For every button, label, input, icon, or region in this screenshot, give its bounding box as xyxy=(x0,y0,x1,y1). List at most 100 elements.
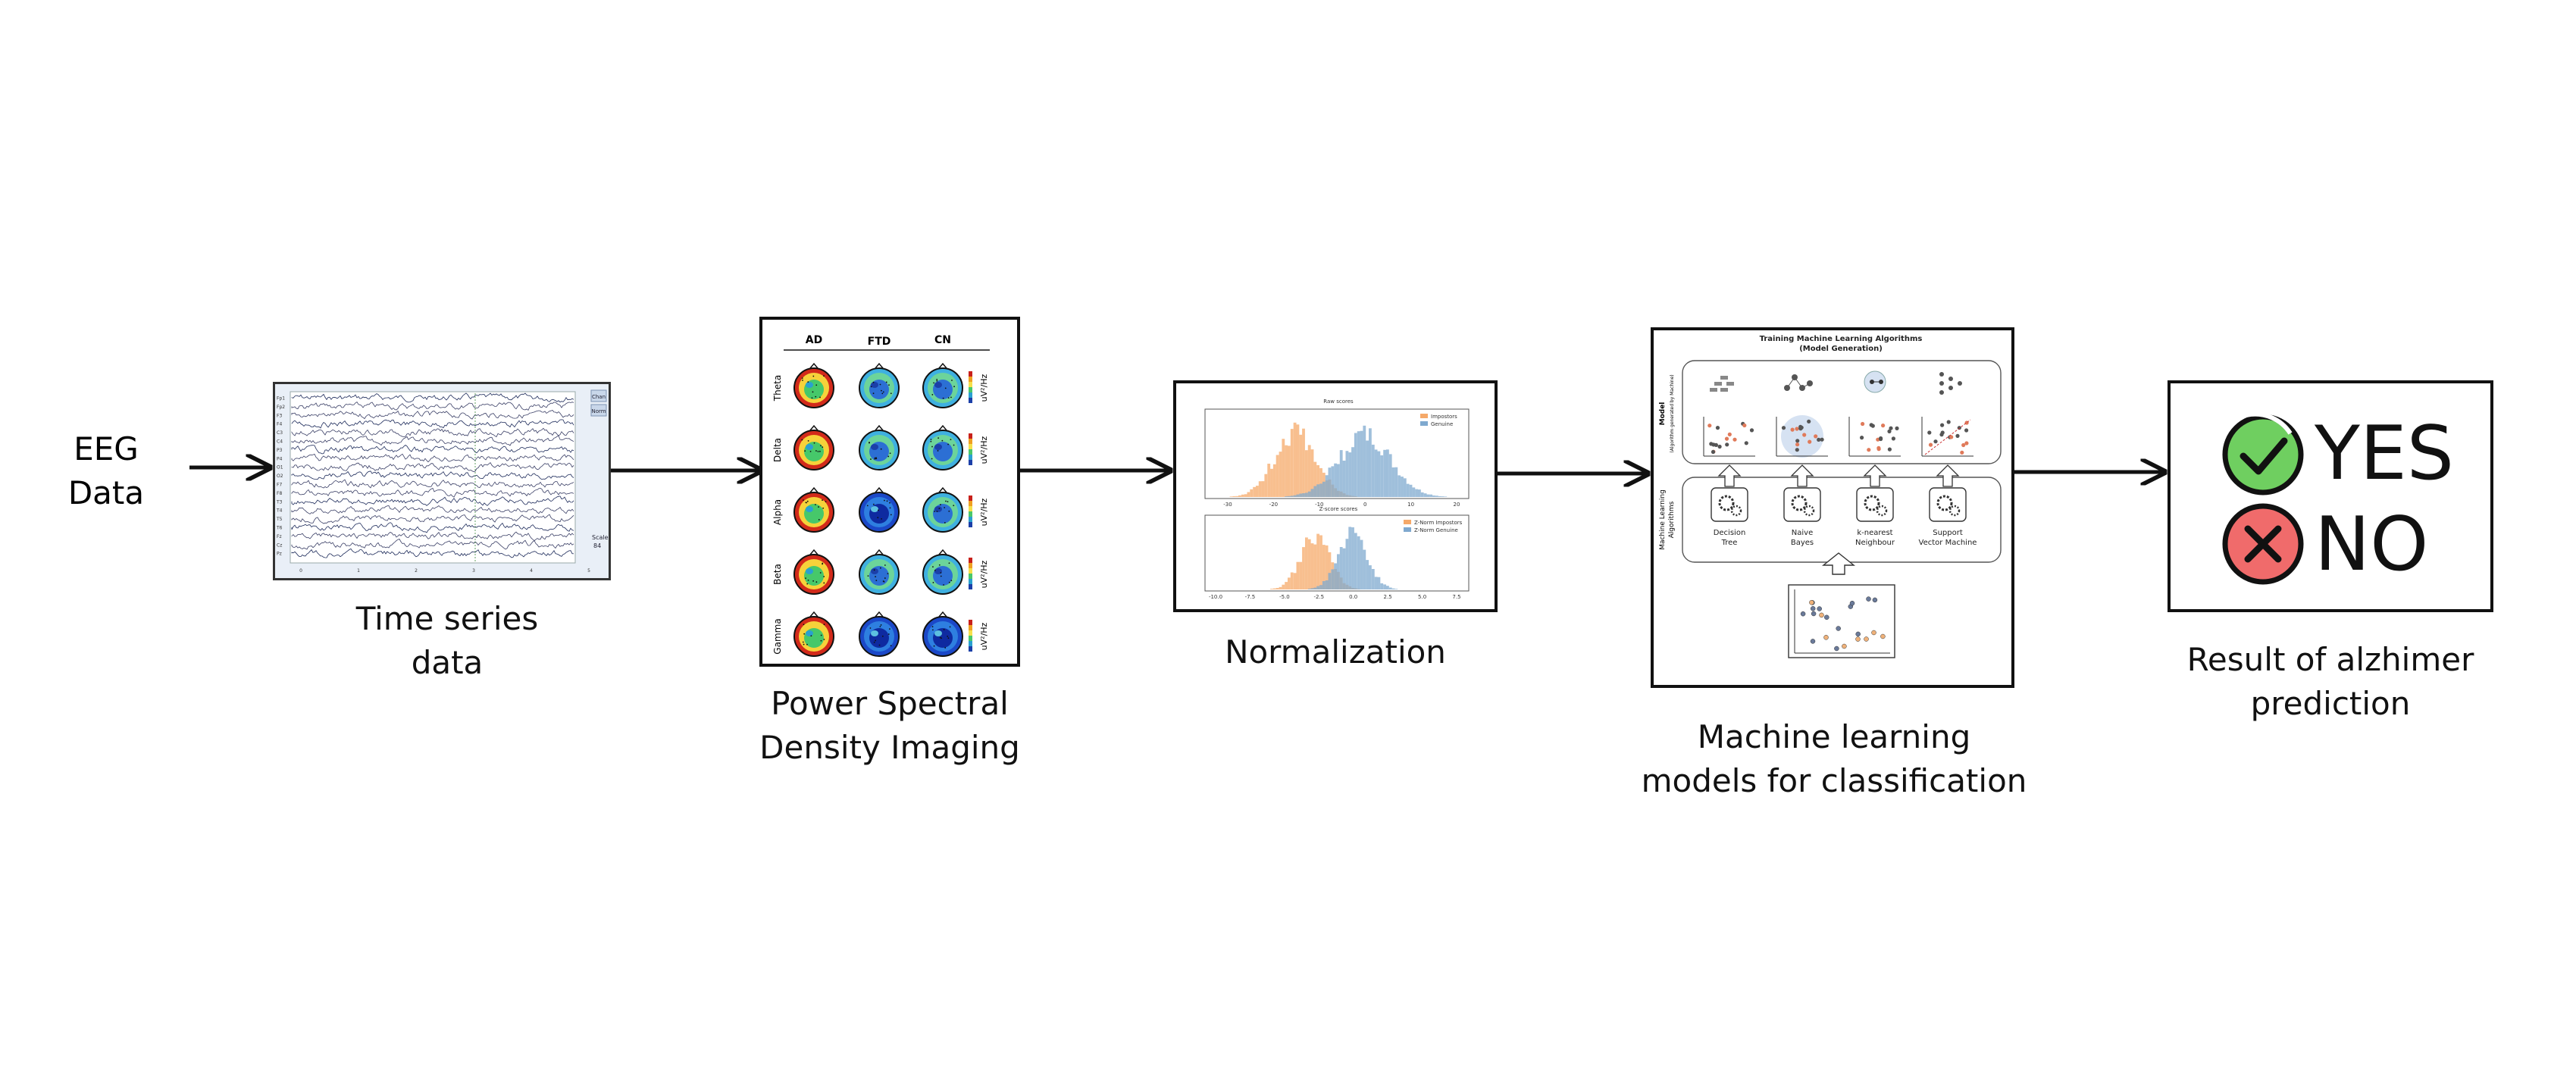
histogram-bar xyxy=(1345,451,1349,497)
histogram-bar xyxy=(1328,467,1332,497)
eeg-trace xyxy=(291,427,574,438)
model-scatter xyxy=(1776,415,1828,458)
eeg-trace xyxy=(291,445,574,455)
algorithm-name-line2: Bayes xyxy=(1791,539,1814,547)
eeg-trace xyxy=(291,539,574,550)
histogram-bar xyxy=(1322,581,1326,589)
ml-caption: Machine learning models for classificati… xyxy=(1629,715,2039,803)
histogram-bar xyxy=(1334,563,1338,589)
histogram-bar xyxy=(1377,451,1381,497)
gear-icon xyxy=(1936,495,1953,511)
topomap xyxy=(922,362,963,408)
histogram-bar xyxy=(1319,467,1322,497)
histogram-bar xyxy=(1403,478,1407,497)
histogram-bar xyxy=(1316,586,1320,589)
channel-label: T5 xyxy=(276,517,283,522)
histogram-bar xyxy=(1305,537,1308,589)
histogram-bar xyxy=(1305,492,1308,497)
histogram-bar xyxy=(1302,493,1305,497)
psd-colorbar xyxy=(969,371,972,403)
psd-colorbar xyxy=(969,495,972,527)
topomap xyxy=(859,611,900,657)
norm-bottom-title: Z-score scores xyxy=(1319,506,1358,512)
channel-label: T4 xyxy=(276,508,283,514)
histogram-bar xyxy=(1357,536,1360,589)
data-point xyxy=(1823,635,1829,640)
histogram-bar xyxy=(1334,463,1338,497)
histogram-bar xyxy=(1307,491,1311,497)
histogram-bar xyxy=(1398,475,1401,497)
gear-icon xyxy=(1803,505,1815,517)
result-caption: Result of alzhimer prediction xyxy=(2152,638,2509,726)
data-point xyxy=(1836,626,1841,631)
histogram-bar xyxy=(1438,495,1441,497)
data-point xyxy=(1866,596,1871,602)
gear-icon xyxy=(1948,505,1961,517)
scale-label: Scale xyxy=(592,534,609,541)
side-button-norm[interactable]: Norm xyxy=(591,408,606,414)
topomap xyxy=(859,486,900,533)
histogram-bar xyxy=(1369,565,1372,589)
data-point xyxy=(1872,597,1878,603)
ml-caption-line1: Machine learning xyxy=(1697,718,1971,755)
psd-colorbar xyxy=(969,433,972,465)
data-point xyxy=(1855,631,1861,637)
histogram-bar xyxy=(1369,428,1372,497)
histogram-bar xyxy=(1401,477,1404,497)
ml-title-line2: (Model Generation) xyxy=(1799,345,1883,353)
histogram-bar xyxy=(1299,493,1303,497)
histogram-bar xyxy=(1282,439,1285,497)
axis-tick-label: 10 xyxy=(1407,502,1414,508)
histogram-bar xyxy=(1444,496,1448,497)
eeg-trace xyxy=(291,461,574,473)
histogram-bar xyxy=(1388,587,1392,589)
histogram-bar xyxy=(1293,573,1297,589)
algorithm-name-line2: Tree xyxy=(1721,539,1738,547)
psd-col-ftd: FTD xyxy=(868,336,891,348)
histogram-bar xyxy=(1261,481,1265,497)
algorithm-name-line1: k-nearest xyxy=(1857,529,1892,537)
histogram-bar xyxy=(1310,588,1314,589)
psd-row-label: Alpha xyxy=(772,499,783,525)
data-point xyxy=(1842,643,1847,649)
topomap xyxy=(922,486,963,533)
psd-caption-line1: Power Spectral xyxy=(771,685,1009,722)
ml-model-label: Model xyxy=(1659,402,1667,426)
histogram-bar xyxy=(1354,433,1357,497)
histogram-bar xyxy=(1310,449,1314,497)
gear-icon xyxy=(1791,495,1808,511)
model-scatter xyxy=(1703,417,1755,457)
histogram-bar xyxy=(1374,449,1378,497)
psd-colorbar xyxy=(969,558,972,589)
histogram-bar xyxy=(1429,494,1433,497)
axis-tick-label: 20 xyxy=(1454,502,1460,508)
data-point xyxy=(1880,633,1886,639)
psd-unit-label: uV²/Hz xyxy=(979,622,989,650)
topomap xyxy=(859,549,900,595)
histogram-bar xyxy=(1267,464,1271,497)
psd-row-label: Delta xyxy=(772,438,783,462)
histogram-bar xyxy=(1238,495,1241,497)
histogram-bar xyxy=(1256,486,1259,497)
histogram-bar xyxy=(1328,552,1332,589)
data-point xyxy=(1817,606,1822,611)
histogram-bar xyxy=(1253,486,1257,497)
timeseries-plot: Fp1Fp2F3F4C3C4P3P4O1O2F7F8T3T4T5T6FzCzPz… xyxy=(275,384,609,578)
histogram-bar xyxy=(1441,496,1445,497)
histogram-bar xyxy=(1264,474,1268,497)
ml-panel: Training Machine Learning Algorithms (Mo… xyxy=(1651,327,2014,688)
gear-icon xyxy=(1864,495,1880,511)
norm-bottom-legend-impostors: Z-Norm Impostors xyxy=(1414,520,1463,526)
histogram-bar xyxy=(1418,489,1421,497)
histogram-bar xyxy=(1293,495,1297,497)
histogram-bar xyxy=(1293,422,1297,497)
psd-col-cn: CN xyxy=(934,334,951,346)
side-button-chan[interactable]: Chan xyxy=(592,394,606,400)
eeg-trace xyxy=(291,392,574,403)
histogram-bar xyxy=(1371,569,1375,589)
ml-title-line1: Training Machine Learning Algorithms xyxy=(1760,335,1923,343)
scale-value: 84 xyxy=(593,542,601,549)
channel-label: T6 xyxy=(276,526,283,531)
histogram-bar xyxy=(1313,461,1317,497)
